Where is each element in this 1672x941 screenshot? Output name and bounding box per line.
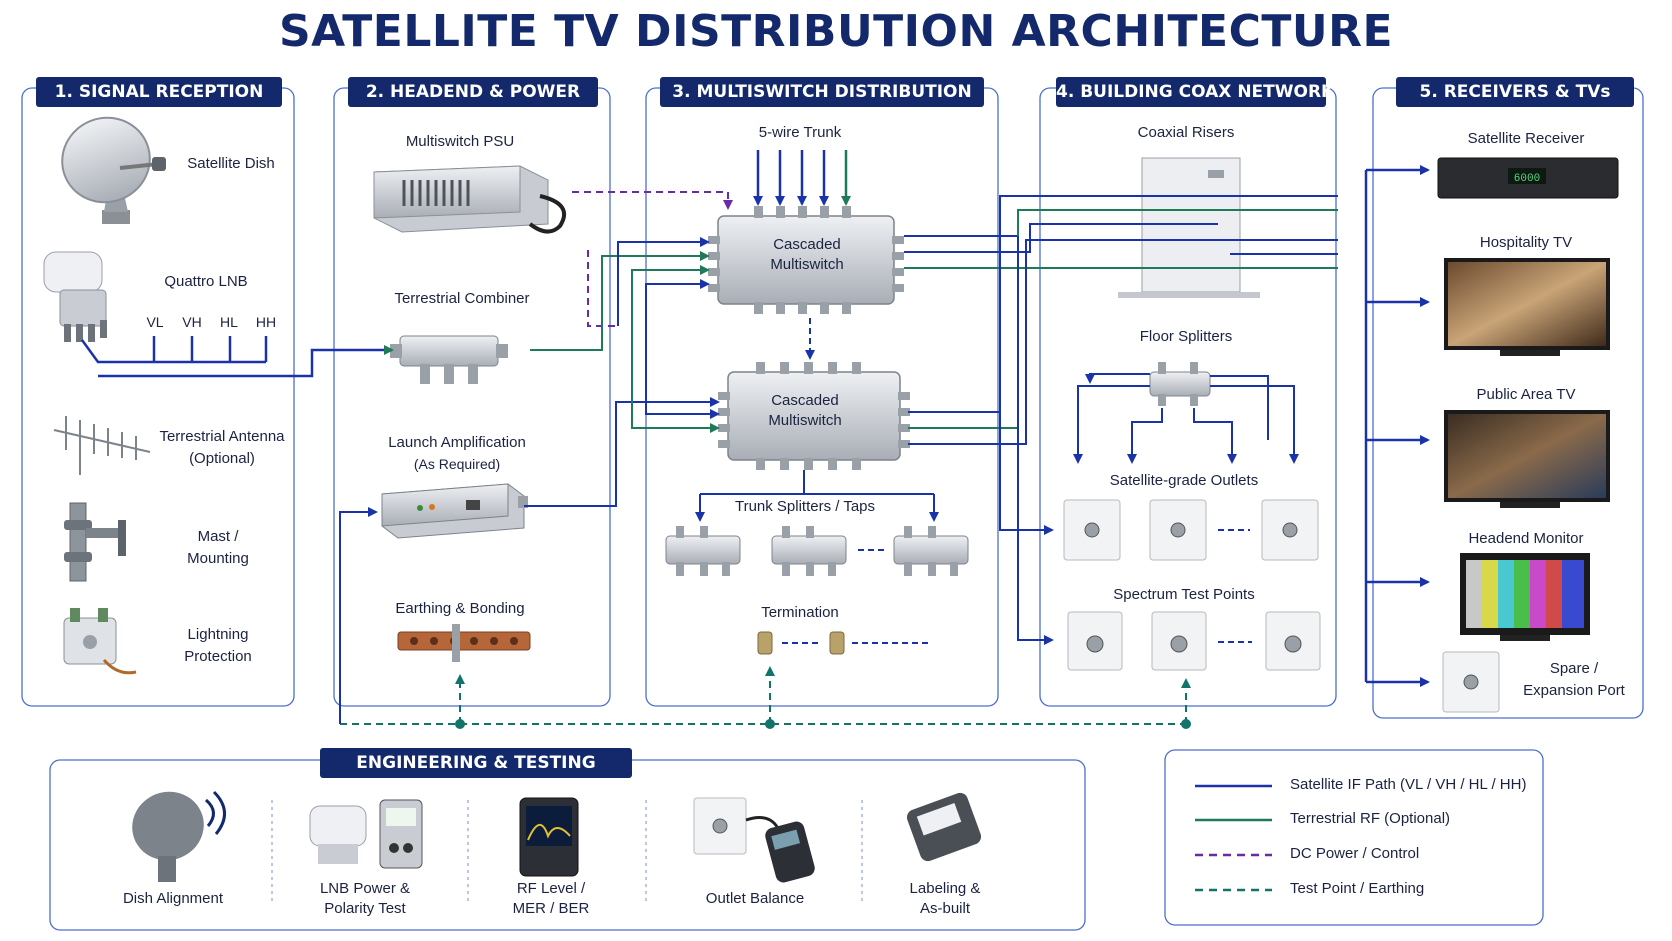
rf-meter-icon: [519, 797, 579, 877]
terrestrial-combiner-icon: [390, 335, 508, 384]
label-lnb-power-1: LNB Power &: [319, 880, 411, 897]
public-area-tv-icon: [1444, 410, 1610, 508]
label-trunk-splitters: Trunk Splitters / Taps: [734, 498, 876, 515]
lnb-port-hl: HL: [220, 314, 238, 330]
header-headend-power: 2. HEADEND & POWER: [348, 77, 598, 107]
headend-monitor-icon: [1460, 553, 1590, 641]
label-mounting: Mounting: [187, 550, 249, 567]
label-as-required: (As Required): [413, 456, 501, 472]
five-wire-trunk: [753, 150, 851, 206]
receiver-display: 6000: [1514, 173, 1540, 185]
label-ms1-line2: Multiswitch: [770, 256, 844, 273]
test-earthing-lines: [340, 666, 1191, 725]
header-signal-reception: 1. SIGNAL RECEPTION: [36, 77, 282, 107]
label-public-area-tv: Public Area TV: [1476, 386, 1576, 403]
trunk-splitter-2-icon: [771, 526, 847, 576]
floor-splitter-icon: [1149, 362, 1211, 406]
header-receivers: 5. RECEIVERS & TVs: [1396, 77, 1634, 107]
label-rf-level-1: RF Level /: [516, 880, 586, 897]
label-quattro-lnb: Quattro LNB: [164, 273, 248, 290]
headend-to-multiswitch-lines: [524, 237, 720, 507]
lnb-port-vl: VL: [146, 314, 164, 330]
termination-icon: [757, 631, 928, 655]
wall-outlets-icon: [1063, 499, 1319, 561]
lnb-port-vh: VH: [182, 314, 202, 330]
lnb-polarity-tester-icon: [309, 799, 423, 869]
lnb-to-combiner: [98, 345, 394, 378]
label-mast: Mast /: [197, 528, 239, 545]
label-labeling-2: As-built: [919, 900, 971, 917]
header-coax-network: 4. BUILDING COAX NETWORK: [1056, 77, 1334, 107]
mast-mounting-icon: [64, 502, 126, 582]
panel-legend: [1164, 749, 1544, 926]
label-launch-amplification: Launch Amplification: [388, 434, 526, 451]
dc-power-lines: [572, 191, 733, 327]
dish-alignment-icon: [132, 790, 226, 882]
label-rf-level-2: MER / BER: [512, 900, 590, 917]
spare-port-icon: [1442, 651, 1500, 713]
trunk-splitter-3-icon: [893, 526, 969, 576]
satellite-dish-icon: [61, 116, 166, 224]
lnb-port-lines: [80, 336, 394, 378]
label-multiswitch-psu: Multiswitch PSU: [405, 133, 515, 150]
multiswitch-psu-icon: [373, 165, 566, 234]
label-coaxial-risers: Coaxial Risers: [1137, 124, 1235, 141]
label-satellite-dish: Satellite Dish: [187, 155, 275, 172]
label-headend-monitor: Headend Monitor: [1468, 530, 1584, 547]
legend-test-point: Test Point / Earthing: [1290, 880, 1425, 897]
label-lnb-power-2: Polarity Test: [324, 900, 406, 917]
label-dish-alignment: Dish Alignment: [122, 890, 224, 907]
label-lightning: Lightning: [187, 626, 249, 643]
label-spare: Spare /: [1549, 660, 1599, 677]
label-terrestrial-combiner: Terrestrial Combiner: [394, 290, 530, 307]
label-terrestrial-antenna-optional: (Optional): [189, 450, 255, 467]
page-title: SATELLITE TV DISTRIBUTION ARCHITECTURE: [278, 6, 1394, 57]
label-hospitality-tv: Hospitality TV: [1479, 234, 1573, 251]
label-floor-splitters: Floor Splitters: [1139, 328, 1233, 345]
label-expansion-port: Expansion Port: [1523, 682, 1625, 699]
hospitality-tv-icon: [1444, 258, 1610, 356]
earthing-bar-icon: [397, 624, 531, 662]
label-termination: Termination: [761, 604, 839, 621]
satellite-receiver-icon: 6000: [1437, 157, 1619, 199]
label-ms1-line1: Cascaded: [773, 236, 841, 253]
launch-amplifier-icon: [381, 483, 528, 539]
header-multiswitch: 3. MULTISWITCH DISTRIBUTION: [660, 77, 984, 107]
outlet-balance-icon: [693, 797, 815, 883]
label-spectrum-test-points: Spectrum Test Points: [1113, 586, 1255, 603]
header-engineering: ENGINEERING & TESTING: [320, 748, 632, 778]
label-earthing-bonding: Earthing & Bonding: [395, 600, 525, 617]
test-point-nodes: [455, 719, 1191, 729]
cascaded-multiswitch-2-icon: [718, 362, 910, 470]
terrestrial-antenna-icon: [53, 416, 151, 475]
label-ms2-line2: Multiswitch: [768, 412, 842, 429]
lnb-port-hh: HH: [255, 314, 277, 330]
multiswitch-to-splitters: [695, 470, 939, 522]
spectrum-test-points-icon: [1067, 611, 1321, 671]
panel-signal-reception: [21, 87, 295, 707]
label-printer-icon: [906, 792, 982, 862]
coaxial-riser-cabinet-icon: [1118, 157, 1260, 298]
label-labeling-1: Labeling &: [909, 880, 981, 897]
floor-splitter-lines: [1073, 373, 1299, 464]
label-outlet-balance: Outlet Balance: [705, 890, 805, 907]
label-terrestrial-antenna: Terrestrial Antenna: [159, 428, 285, 445]
label-satellite-receiver: Satellite Receiver: [1467, 130, 1585, 147]
label-satellite-outlets: Satellite-grade Outlets: [1109, 472, 1259, 489]
label-protection: Protection: [184, 648, 252, 665]
cascaded-multiswitch-1-icon: [708, 206, 904, 314]
legend-dc-power: DC Power / Control: [1290, 845, 1420, 862]
legend-terrestrial: Terrestrial RF (Optional): [1290, 810, 1451, 827]
label-5-wire-trunk: 5-wire Trunk: [758, 124, 842, 141]
trunk-splitter-1-icon: [665, 526, 741, 576]
legend-lines: [1195, 784, 1272, 892]
multiswitch-to-riser: [904, 195, 1338, 645]
quattro-lnb-icon: [43, 251, 107, 342]
label-ms2-line1: Cascaded: [771, 392, 839, 409]
earthing-return-line: [339, 507, 378, 724]
lightning-protection-icon: [63, 608, 137, 675]
riser-to-receivers: [1364, 165, 1430, 687]
legend-sat-if: Satellite IF Path (VL / VH / HL / HH): [1290, 776, 1527, 793]
